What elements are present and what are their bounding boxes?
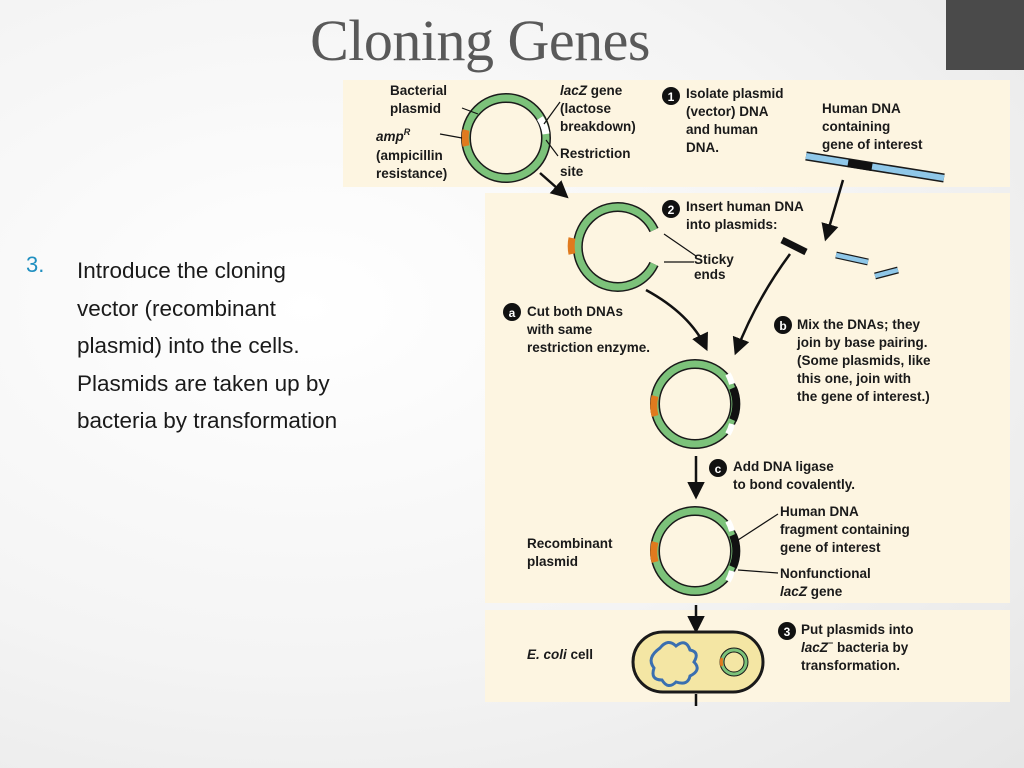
arrow-icon xyxy=(821,179,845,242)
leader-line xyxy=(439,133,463,139)
recombinant-plasmid-label: Recombinant plasmid xyxy=(527,536,616,569)
slide-title: Cloning Genes xyxy=(310,8,650,73)
figure-panel-step2 xyxy=(485,193,1010,603)
bullet-number: 3. xyxy=(26,252,45,277)
leader-line xyxy=(545,139,559,157)
ecoli-cell-icon xyxy=(631,630,765,694)
step-3-marker: 3 xyxy=(778,622,796,640)
bullet-text: Introduce the cloning vector (recombinan… xyxy=(77,258,338,433)
corner-decoration-block xyxy=(946,0,1024,70)
plasmid-ring-icon xyxy=(461,93,551,183)
leader-line xyxy=(737,569,779,574)
step-a-marker: a xyxy=(503,303,521,321)
svg-text:c: c xyxy=(715,462,722,476)
arrow-icon xyxy=(539,172,569,199)
step-1-text: Isolate plasmid (vector) DNA and human D… xyxy=(686,86,787,155)
sticky-ends-label: Sticky ends xyxy=(694,252,738,282)
recombinant-plasmid-icon xyxy=(650,506,741,596)
step-c-text: Add DNA ligase to bond covalently. xyxy=(733,459,855,492)
leader-line xyxy=(543,101,561,125)
svg-text:1: 1 xyxy=(668,90,675,104)
step-c-marker: c xyxy=(709,459,727,477)
bacterial-plasmid-label: Bacterial plasmid xyxy=(390,83,451,116)
svg-text:a: a xyxy=(509,306,516,320)
step-a-text: Cut both DNAs with same restriction enzy… xyxy=(526,304,650,355)
step-2-marker: 2 xyxy=(662,200,680,218)
svg-text:3: 3 xyxy=(784,625,791,639)
arrow-icon xyxy=(645,288,708,352)
svg-text:2: 2 xyxy=(668,203,675,217)
amp-label: ampR xyxy=(376,127,411,144)
step-1-marker: 1 xyxy=(662,87,680,105)
step-b-marker: b xyxy=(774,316,792,334)
svg-text:b: b xyxy=(779,319,786,333)
ecoli-cell-label: E. coli cell xyxy=(527,647,593,662)
amp-description: (ampicillin resistance) xyxy=(376,148,447,181)
human-dna-label: Human DNA containing gene of interest xyxy=(822,101,923,152)
arrow-icon xyxy=(732,253,792,356)
plasmid-ring-icon xyxy=(567,202,659,292)
dna-fragment-icon xyxy=(780,236,899,280)
step-2-text: Insert human DNA into plasmids: xyxy=(686,199,807,232)
human-fragment-label: Human DNA fragment containing gene of in… xyxy=(780,504,914,555)
lacz-gene-label: lacZ gene (lactose breakdown) xyxy=(560,83,636,134)
step-3-text: Put plasmids into lacZ− bacteria by tran… xyxy=(801,622,917,673)
leader-line xyxy=(663,233,697,257)
restriction-site-label: Restriction site xyxy=(560,146,634,179)
step-b-text: Mix the DNAs; they join by base pairing.… xyxy=(796,317,934,404)
nonfunctional-lacz-label: Nonfunctional lacZ gene xyxy=(780,566,875,599)
plasmid-ring-icon xyxy=(650,359,741,449)
chromosome-icon xyxy=(805,151,945,183)
leader-line xyxy=(461,107,479,115)
leader-line xyxy=(737,513,779,541)
